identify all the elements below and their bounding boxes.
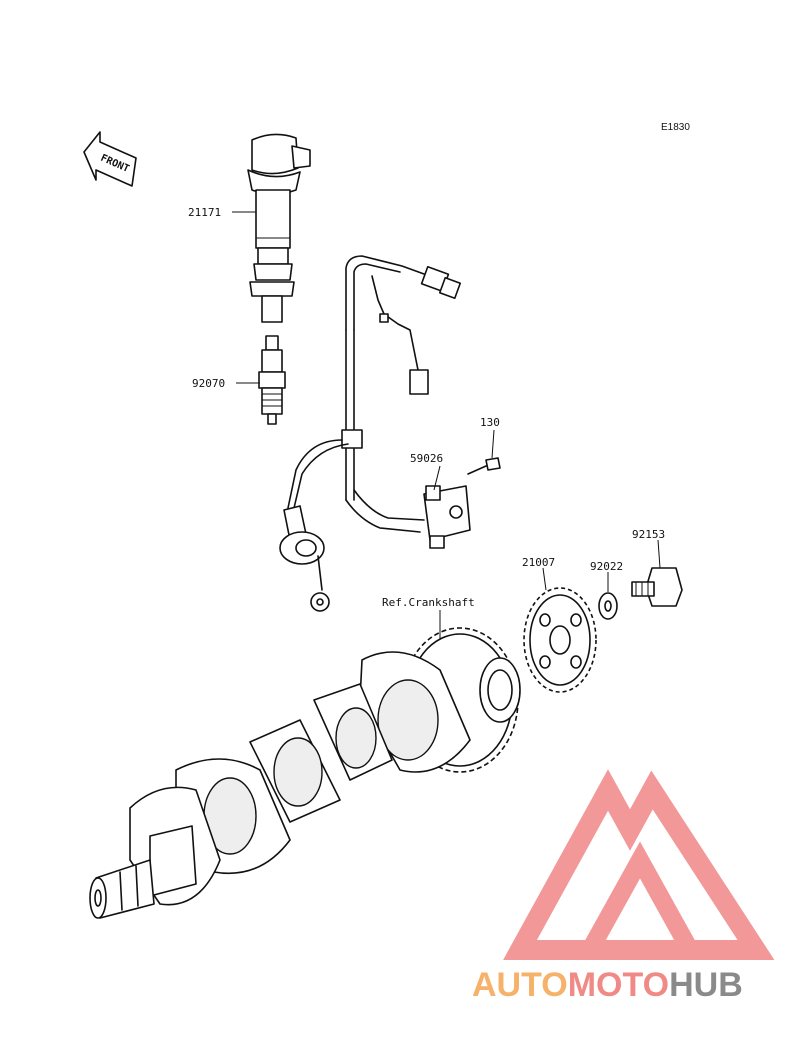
label-130: 130 xyxy=(480,416,500,429)
diagram-code: E1830 xyxy=(661,122,690,133)
front-arrow-icon: FRONT xyxy=(83,131,137,187)
spark-plug-drawing xyxy=(258,335,286,425)
timing-rotor-drawing xyxy=(523,587,597,693)
bolt-drawing xyxy=(631,567,683,607)
label-92153: 92153 xyxy=(632,528,665,541)
watermark-hub: HUB xyxy=(669,966,743,1004)
watermark-auto: AUTO xyxy=(472,966,568,1004)
automotohub-logo-icon xyxy=(503,769,775,960)
watermark-moto: MOTO xyxy=(568,966,669,1004)
crankshaft-drawing xyxy=(89,627,521,919)
label-92022: 92022 xyxy=(590,560,623,573)
label-21171: 21171 xyxy=(188,206,221,219)
watermark-text: AUTOMOTOHUB xyxy=(472,966,743,1004)
label-ref-crankshaft: Ref.Crankshaft xyxy=(382,596,475,609)
ignition-coil-drawing xyxy=(247,133,311,323)
label-92070: 92070 xyxy=(192,377,225,390)
label-59026: 59026 xyxy=(410,452,443,465)
label-21007: 21007 xyxy=(522,556,555,569)
wiring-harness-drawing xyxy=(279,255,501,612)
washer-drawing xyxy=(598,592,618,620)
